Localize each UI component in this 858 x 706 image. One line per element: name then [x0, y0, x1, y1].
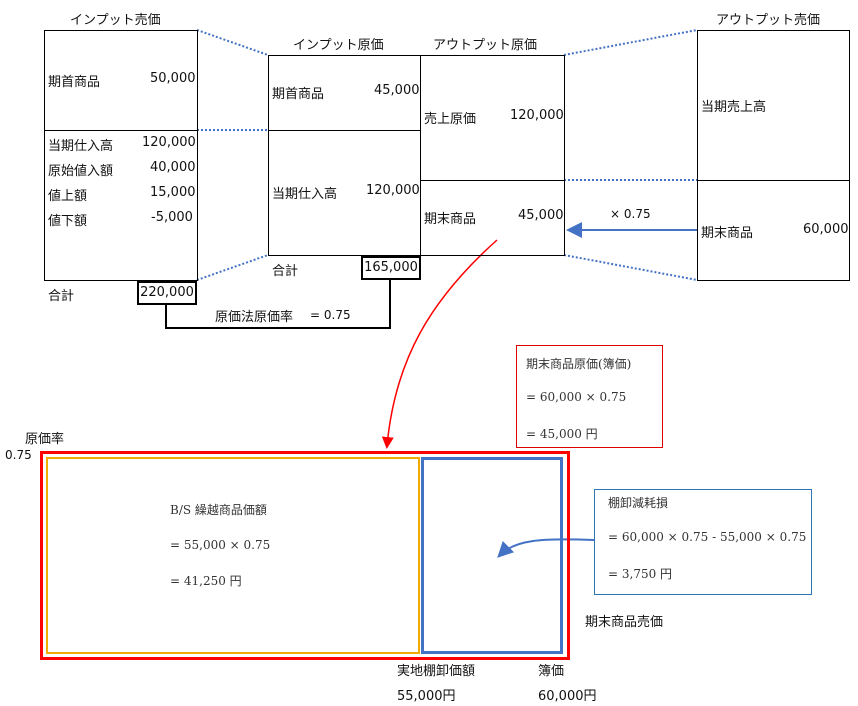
book-label: 簿価: [538, 664, 565, 679]
value: 45,000: [518, 208, 564, 223]
red-curve-arrow: [381, 239, 498, 449]
note-title: 棚卸減耗損: [608, 496, 669, 510]
output-cost-box: [420, 55, 565, 256]
input-retail-box: [44, 30, 198, 281]
label: 期末商品: [424, 212, 477, 227]
loss-rect: [421, 457, 563, 654]
value: 50,000: [150, 71, 196, 86]
label: 原始値入額: [48, 164, 114, 179]
shrinkage-note: 棚卸減耗損 = 60,000 × 0.75 - 55,000 × 0.75 = …: [594, 489, 812, 595]
total-value: 165,000: [361, 256, 421, 280]
value: 120,000: [510, 108, 564, 123]
output-retail-box: [697, 30, 850, 281]
bs-line: = 41,250 円: [170, 574, 242, 588]
cost-ratio-value: = 0.75: [310, 308, 351, 322]
total-value: 220,000: [137, 281, 197, 305]
bs-title: B/S 繰越商品価額: [170, 503, 267, 517]
bs-line: = 55,000 × 0.75: [170, 538, 271, 552]
label: 値下額: [48, 214, 88, 229]
value: 60,000: [803, 222, 849, 237]
total-label: 合計: [48, 289, 75, 304]
retail-rect: [40, 451, 570, 660]
book-value-note: 期末商品原価(簿価) = 60,000 × 0.75 = 45,000 円: [516, 345, 663, 448]
label: 値上額: [48, 189, 88, 204]
note-title: 期末商品原価(簿価): [526, 357, 632, 371]
note-line: = 60,000 × 0.75 - 55,000 × 0.75: [608, 530, 807, 544]
bs-rect: [46, 457, 420, 654]
note-line: = 3,750 円: [608, 567, 673, 581]
input-cost-title: インプット原価: [293, 38, 384, 53]
note-line: = 45,000 円: [526, 427, 598, 441]
actual-value: 55,000円: [397, 689, 456, 704]
output-retail-title: アウトプット売価: [716, 13, 821, 28]
output-cost-title: アウトプット原価: [433, 38, 538, 53]
ratio-bracket: [165, 280, 391, 329]
book-value: 60,000円: [538, 689, 597, 704]
label: 期首商品: [48, 75, 101, 90]
input-retail-title: インプット売価: [70, 13, 161, 28]
retail-label: 期末商品売価: [585, 615, 664, 630]
value: 120,000: [142, 135, 196, 150]
dotted-line: [196, 254, 269, 281]
axis-value: 0.75: [5, 448, 32, 462]
label: 当期仕入高: [272, 187, 338, 202]
axis-label: 原価率: [25, 432, 65, 447]
label: 売上原価: [424, 112, 477, 127]
label: 期首商品: [272, 87, 325, 102]
value: 120,000: [366, 183, 420, 198]
label: 期末商品: [701, 226, 754, 241]
value: 45,000: [374, 83, 420, 98]
actual-label: 実地棚卸価額: [397, 664, 476, 679]
dotted-line: [563, 29, 698, 56]
dotted-line: [196, 29, 269, 56]
value: 40,000: [150, 160, 196, 175]
label: 当期売上高: [701, 100, 767, 115]
label: 当期仕入高: [48, 139, 114, 154]
dotted-line: [563, 254, 698, 281]
cost-ratio-label: 原価法原価率: [215, 310, 294, 325]
blue-curve-arrow: [497, 538, 595, 558]
multiplier-label: × 0.75: [610, 207, 651, 221]
value: -5,000: [151, 210, 193, 225]
total-label: 合計: [272, 264, 299, 279]
value: 15,000: [150, 185, 196, 200]
note-line: = 60,000 × 0.75: [526, 390, 627, 404]
